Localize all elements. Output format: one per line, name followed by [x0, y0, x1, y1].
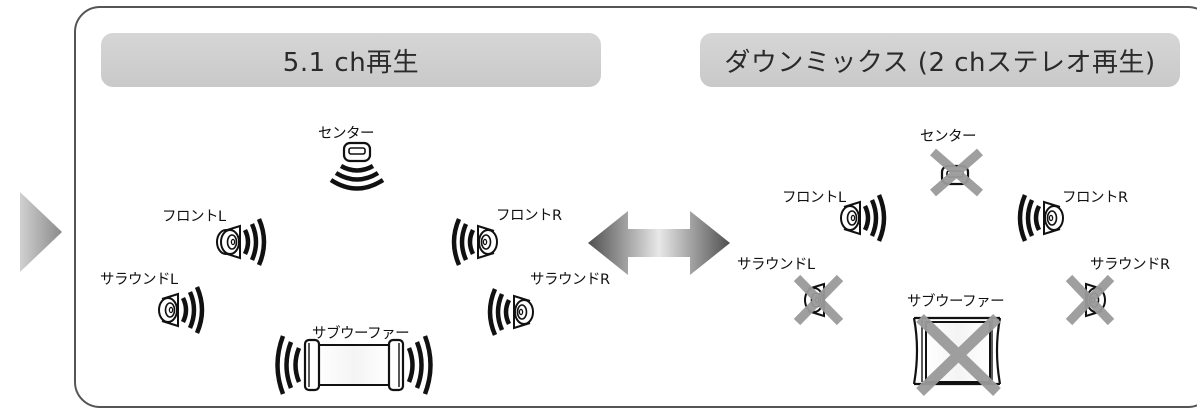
front-left-speaker-downmix-icon [840, 194, 887, 242]
label-front-right: フロントR [496, 208, 562, 224]
label-center: センター [318, 126, 375, 142]
diagram-frame [74, 6, 1197, 408]
label-surround-right-downmix: サラウンドR [1090, 257, 1170, 273]
surround-right-speaker-icon [487, 288, 534, 336]
subwoofer-icon [275, 335, 433, 395]
cross-icon [930, 148, 983, 197]
label-surround-left: サラウンドL [100, 272, 178, 288]
label-subwoofer-downmix: サブウーファー [907, 294, 1005, 310]
cross-icon [916, 314, 1001, 396]
label-center-downmix: センター [920, 129, 977, 145]
front-right-speaker-downmix-icon [1017, 194, 1064, 242]
label-subwoofer: サブウーファー [312, 326, 410, 342]
surround-left-speaker-icon [158, 286, 205, 334]
panel-title-5-1ch: 5.1 ch再生 [101, 33, 601, 87]
panel-title-downmix: ダウンミックス (2 chステレオ再生) [700, 33, 1180, 87]
label-front-right-downmix: フロントR [1062, 190, 1128, 206]
pointer-triangle-icon [20, 192, 62, 272]
center-speaker-icon [329, 141, 385, 191]
cross-icon [793, 274, 844, 326]
label-surround-right: サラウンドR [530, 272, 610, 288]
label-front-left-downmix: フロントL [782, 190, 846, 206]
label-surround-left-downmix: サラウンドL [737, 257, 815, 273]
front-left-speaker-icon [216, 218, 267, 266]
front-right-speaker-icon [451, 218, 498, 266]
cross-icon [1065, 274, 1115, 326]
double-arrow-icon [588, 211, 730, 275]
label-front-left: フロントL [162, 209, 226, 225]
